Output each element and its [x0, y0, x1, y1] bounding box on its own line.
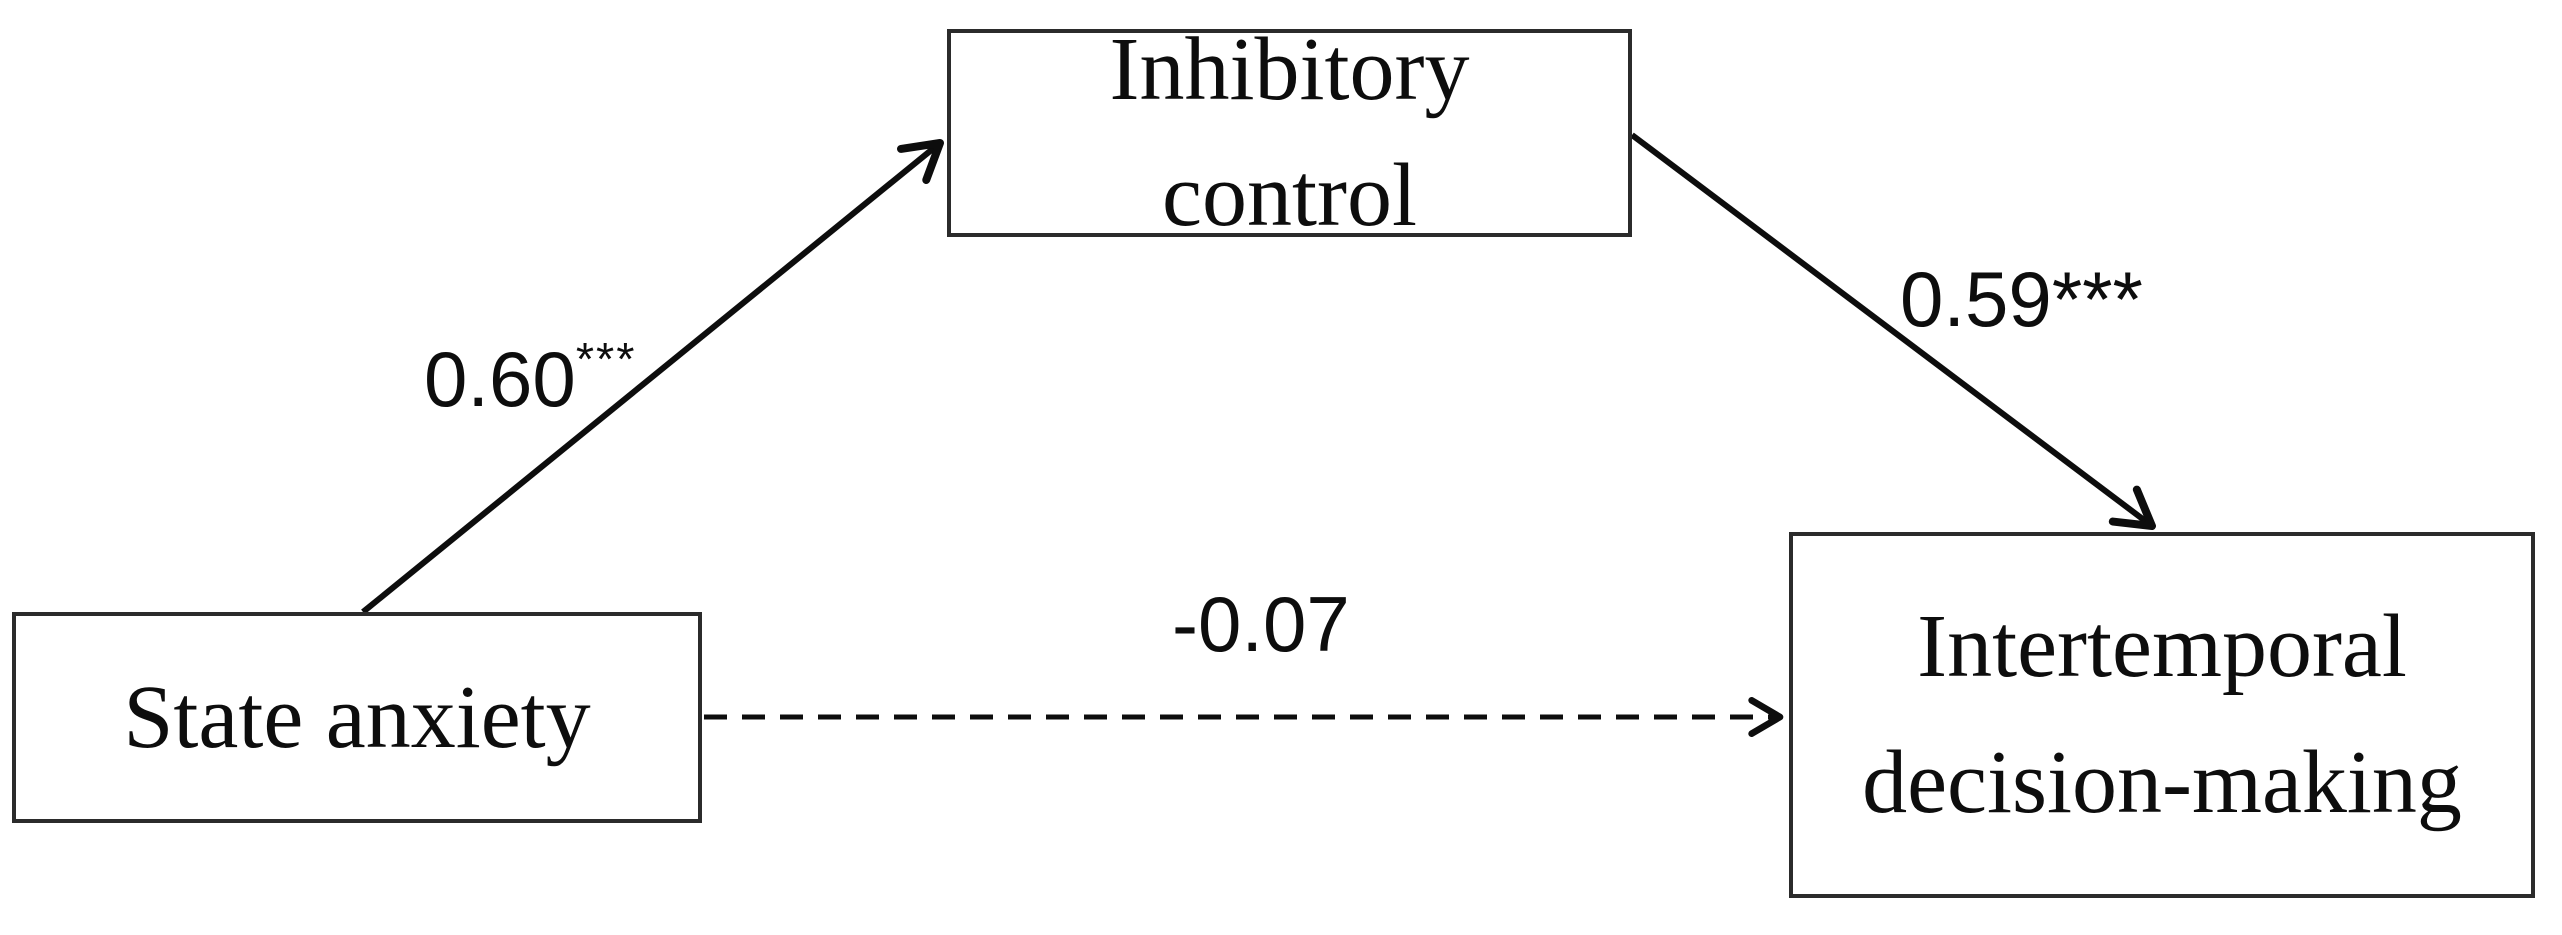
b-path-significance-stars: *** [2051, 255, 2143, 343]
b-path-arrow [1630, 132, 2156, 530]
inhibitory-control-label-line2: control [1162, 146, 1417, 245]
a-path-significance-stars: *** [575, 333, 637, 386]
c-prime-path-coefficient-value: -0.07 [1172, 580, 1350, 668]
inhibitory-control-label-line1: Inhibitory [1109, 20, 1470, 119]
intertemporal-decision-making-node: Intertemporal decision-making [1789, 532, 2535, 898]
intertemporal-label-line2: decision-making [1862, 733, 2462, 832]
c-prime-path-coefficient: -0.07 [1172, 585, 1350, 663]
a-path-coefficient-value: 0.60 [424, 335, 576, 423]
state-anxiety-label: State anxiety [123, 667, 591, 767]
b-path-coefficient-value: 0.59 [1900, 255, 2052, 343]
a-path-coefficient: 0.60*** [424, 336, 636, 418]
a-path-arrow [361, 139, 944, 615]
b-path-coefficient: 0.59*** [1900, 260, 2143, 338]
intertemporal-label-line1: Intertemporal [1917, 597, 2407, 696]
state-anxiety-node: State anxiety [12, 612, 702, 823]
inhibitory-control-node: Inhibitory control [947, 20, 1632, 245]
